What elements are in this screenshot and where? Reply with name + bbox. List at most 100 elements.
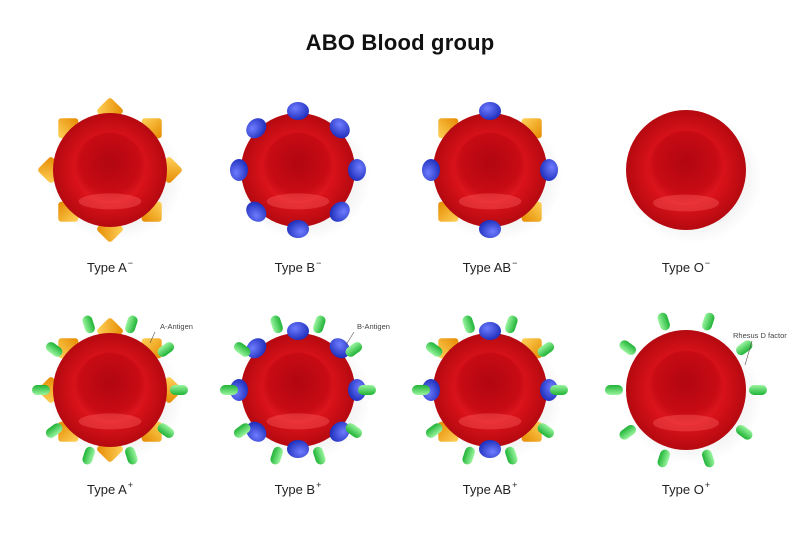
rh-factor xyxy=(32,385,50,395)
cell-group xyxy=(230,102,371,241)
cell-group xyxy=(422,102,563,241)
b-antigen-leader xyxy=(345,331,355,346)
cell-highlight xyxy=(266,413,330,430)
cell-group xyxy=(412,315,568,465)
rh-factor xyxy=(412,385,430,395)
cell-label: Type AB− xyxy=(463,258,518,275)
cell-label: Type B− xyxy=(275,258,322,275)
cell-label: Type B+ xyxy=(275,480,322,497)
rh-factor xyxy=(45,342,63,357)
cell-label: Type A+ xyxy=(87,480,133,497)
cell-highlight xyxy=(78,413,142,430)
rh-factor xyxy=(358,385,376,395)
cell-label: Type A− xyxy=(87,258,133,275)
rh-factor xyxy=(462,446,475,465)
cell-center xyxy=(454,352,526,424)
cell-group xyxy=(220,315,376,465)
rh-factor xyxy=(657,312,670,331)
rh-factor xyxy=(125,446,138,465)
b-antigen xyxy=(479,440,501,458)
rh-factor xyxy=(505,446,518,465)
b-antigen xyxy=(287,322,309,340)
rh-factor xyxy=(345,342,363,357)
rh-factor xyxy=(270,446,283,465)
rh-factor xyxy=(125,315,138,334)
rh-factor xyxy=(736,340,753,356)
rh-factor xyxy=(425,342,443,357)
b-antigen xyxy=(540,379,558,401)
cell-center xyxy=(74,132,146,204)
cell-label: Type O− xyxy=(662,258,710,275)
rh-factor xyxy=(605,385,623,395)
rh-factor xyxy=(505,315,518,334)
b-antigen xyxy=(329,338,350,359)
cell-center xyxy=(74,352,146,424)
cell-highlight xyxy=(653,414,719,432)
rh-factor xyxy=(270,315,283,334)
cell-highlight xyxy=(78,193,142,210)
rh-factor xyxy=(537,423,555,438)
cell-highlight xyxy=(653,194,719,212)
cell-group xyxy=(622,110,762,244)
b-antigen xyxy=(230,159,248,181)
b-antigen xyxy=(246,421,267,442)
rh-factor xyxy=(82,446,95,465)
rh-factor xyxy=(619,340,636,356)
rh-factor xyxy=(425,423,443,438)
cell-highlight xyxy=(458,193,522,210)
b-antigen xyxy=(348,379,366,401)
cell-group xyxy=(605,312,767,468)
cell-group xyxy=(32,315,188,465)
rh-factor xyxy=(619,424,636,440)
b-antigen xyxy=(329,421,350,442)
b-antigen xyxy=(329,201,350,222)
b-antigen xyxy=(479,102,501,120)
b-antigen xyxy=(287,440,309,458)
rh-factor-annotation: Rhesus D factor xyxy=(733,331,787,340)
page-title: ABO Blood group xyxy=(305,30,495,55)
rh-factor xyxy=(749,385,767,395)
cell-label: Type O+ xyxy=(662,480,710,497)
rh-factor xyxy=(82,315,95,334)
cell-label: Type AB+ xyxy=(463,480,518,497)
b-antigen xyxy=(246,118,267,139)
rh-factor xyxy=(157,423,175,438)
b-antigen xyxy=(246,338,267,359)
b-antigen xyxy=(479,220,501,238)
b-antigen xyxy=(540,159,558,181)
rh-factor xyxy=(702,312,715,331)
rh-factor xyxy=(157,342,175,357)
rh-factor xyxy=(170,385,188,395)
rh-factor xyxy=(537,342,555,357)
b-antigen xyxy=(479,322,501,340)
rh-factor-leader xyxy=(744,340,753,366)
a-antigen-annotation: A-Antigen xyxy=(160,322,193,331)
cell-highlight xyxy=(266,193,330,210)
rh-factor xyxy=(657,449,670,468)
rh-factor xyxy=(45,423,63,438)
cell-center xyxy=(262,132,334,204)
b-antigen xyxy=(246,201,267,222)
rh-factor xyxy=(702,449,715,468)
rh-factor xyxy=(233,423,251,438)
a-antigen-leader xyxy=(149,331,156,344)
cell-highlight xyxy=(458,413,522,430)
rh-factor xyxy=(345,423,363,438)
b-antigen xyxy=(422,379,440,401)
b-antigen xyxy=(329,118,350,139)
cell-center xyxy=(648,130,724,206)
cell-center xyxy=(648,350,724,426)
b-antigen xyxy=(348,159,366,181)
b-antigen xyxy=(422,159,440,181)
rh-factor xyxy=(220,385,238,395)
b-antigen xyxy=(287,220,309,238)
b-antigen xyxy=(287,102,309,120)
rh-factor xyxy=(313,446,326,465)
rh-factor xyxy=(736,424,753,440)
b-antigen xyxy=(230,379,248,401)
cell-group xyxy=(38,98,183,242)
b-antigen-annotation: B-Antigen xyxy=(357,322,390,331)
rh-factor xyxy=(550,385,568,395)
cell-center xyxy=(454,132,526,204)
